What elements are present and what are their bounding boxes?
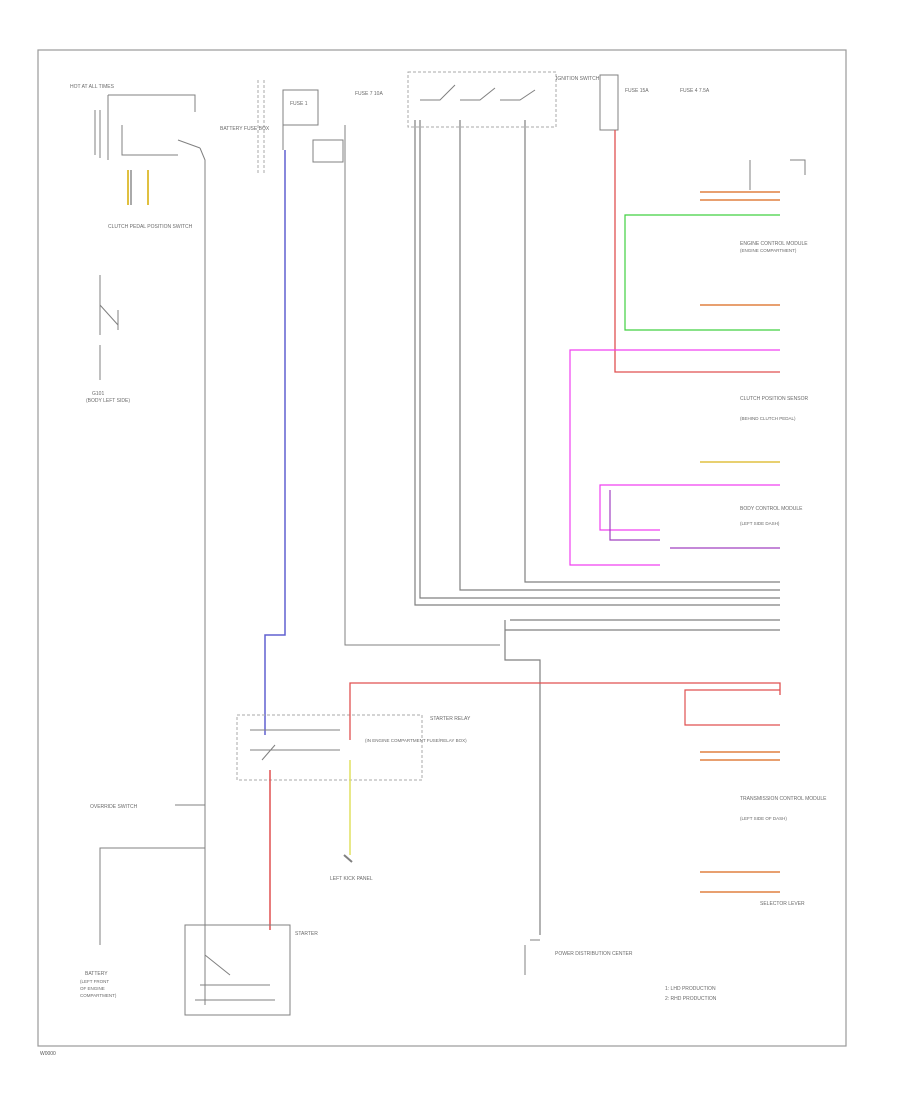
yellow-wire-end bbox=[343, 854, 353, 863]
starter-label: STARTER bbox=[295, 931, 318, 937]
selector-label: SELECTOR LEVER bbox=[760, 901, 805, 907]
left-kick-label: LEFT KICK PANEL bbox=[330, 876, 373, 882]
ignition-switch-contacts bbox=[420, 84, 536, 101]
ecm-sub: (ENGINE COMPARTMENT) bbox=[740, 248, 797, 253]
red-wire-loop bbox=[684, 689, 780, 726]
left-dash-switch bbox=[99, 275, 119, 380]
pink-wire-2 bbox=[599, 484, 780, 531]
right-top-fuse bbox=[599, 74, 619, 131]
wire-center-fuse bbox=[344, 125, 500, 646]
top-left-switch-block bbox=[94, 94, 206, 1000]
fusebox-top-left-label: HOT AT ALL TIMES bbox=[70, 84, 115, 90]
ground-left-mid-sub: (BODY LEFT SIDE) bbox=[86, 398, 130, 404]
red-wire-right bbox=[614, 130, 780, 373]
relay-sub: (IN ENGINE COMPARTMENT FUSE/RELAY BOX) bbox=[365, 738, 467, 743]
override-switch-label: OVERRIDE SWITCH bbox=[90, 804, 138, 810]
diagram-border bbox=[37, 49, 847, 1047]
note-1: 1: LHD PRODUCTION bbox=[665, 986, 716, 992]
pdc-ground bbox=[524, 939, 540, 975]
battery-sub-3: COMPARTMENT) bbox=[80, 993, 117, 998]
purple-wire bbox=[609, 490, 660, 541]
battery-fuse-label: BATTERY FUSE BOX bbox=[220, 126, 270, 132]
starter-internals bbox=[195, 935, 275, 1005]
fuse-block-1 bbox=[282, 89, 344, 163]
battery-sub-1: (LEFT FRONT bbox=[80, 979, 109, 984]
connector-pins-bottom bbox=[700, 751, 780, 893]
power-dist-label: POWER DISTRIBUTION CENTER bbox=[555, 951, 633, 957]
ground-symbol-top-right bbox=[749, 159, 806, 190]
bcm-label: BODY CONTROL MODULE bbox=[740, 506, 803, 512]
starter-relay-box bbox=[236, 714, 423, 781]
override-switch-wire bbox=[99, 804, 205, 945]
note-2: 2: RHD PRODUCTION bbox=[665, 996, 717, 1002]
tcm-label: TRANSMISSION CONTROL MODULE bbox=[740, 796, 827, 802]
blue-wire bbox=[264, 150, 286, 735]
fuse-mid-label: FUSE 7 10A bbox=[355, 91, 383, 97]
fuse-left-label: FUSE 1 bbox=[290, 101, 308, 107]
ecm-label: ENGINE CONTROL MODULE bbox=[740, 241, 808, 247]
ground-left-mid-label: G101 bbox=[92, 391, 104, 397]
connector-pins-top bbox=[700, 191, 780, 306]
clutch-pos-sensor-label: CLUTCH POSITION SENSOR bbox=[740, 396, 808, 402]
ignition-switch-box bbox=[407, 71, 557, 128]
relay-label: STARTER RELAY bbox=[430, 716, 471, 722]
battery-sub-2: OF ENGINE bbox=[80, 986, 105, 991]
fuse-right-top-label: FUSE 15A bbox=[625, 88, 649, 94]
starter-relay-internals bbox=[250, 729, 340, 761]
ignition-output-wires bbox=[414, 120, 780, 935]
battery-bottom-label: BATTERY bbox=[85, 971, 108, 977]
red-wire-main bbox=[349, 682, 781, 740]
pink-wire-1 bbox=[569, 349, 780, 566]
ignition-switch-label: IGNITION SWITCH bbox=[556, 76, 600, 82]
footer-label: W0000 bbox=[40, 1051, 56, 1057]
battery-fuse-area bbox=[257, 80, 265, 175]
clutch-pos-sensor-sub: (BEHIND CLUTCH PEDAL) bbox=[740, 416, 796, 421]
tcm-sub: (LEFT SIDE OF DASH) bbox=[740, 816, 787, 821]
bcm-sub: (LEFT SIDE DASH) bbox=[740, 521, 780, 526]
neutral-switch-label: CLUTCH PEDAL POSITION SWITCH bbox=[108, 224, 193, 230]
starter-box bbox=[184, 924, 291, 1016]
yellow-wires-left bbox=[127, 170, 149, 205]
fuse-right-top-label-2: FUSE 4 7.5A bbox=[680, 88, 710, 94]
green-wire bbox=[624, 214, 780, 331]
